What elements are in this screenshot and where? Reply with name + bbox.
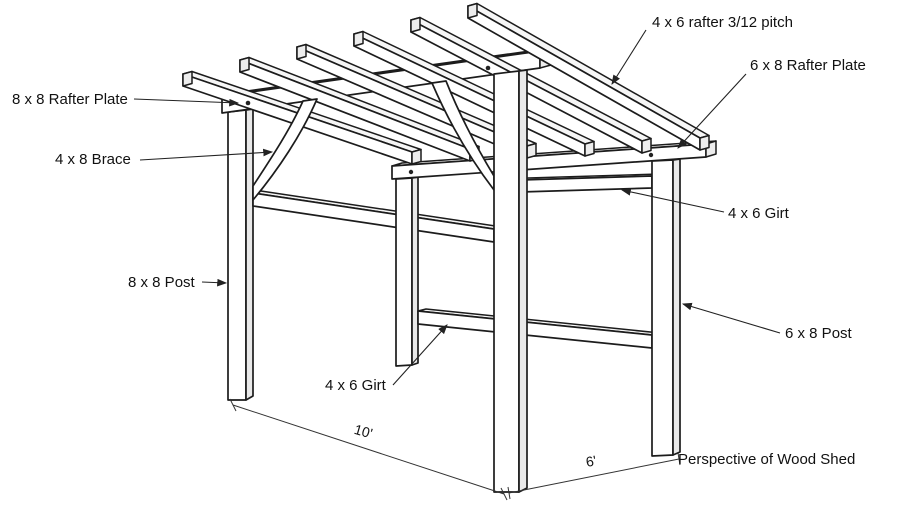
- leader-post-right: [681, 302, 781, 334]
- peg-dot: [485, 65, 491, 71]
- text-labels: 4 x 6 rafter 3/12 pitch 6 x 8 Rafter Pla…: [12, 14, 866, 468]
- girt-front-face: [252, 192, 495, 243]
- leader-post-left: [201, 278, 228, 287]
- label-rafter-plate-left: 8 x 8 Rafter Plate: [12, 91, 128, 108]
- rafter-end-cut: [699, 134, 710, 151]
- label-post-left: 8 x 8 Post: [128, 274, 196, 291]
- rafter-end-cut: [641, 137, 652, 154]
- post-8x8-back: [227, 108, 254, 401]
- leader-girt-upper: [620, 188, 725, 213]
- girt-tall-wall: [252, 190, 503, 243]
- post-front-face: [493, 70, 520, 493]
- post-side-face: [672, 158, 681, 456]
- peg-dot: [245, 100, 251, 106]
- peg-dot: [408, 169, 414, 175]
- rafter-tail-cut: [353, 30, 364, 47]
- diagram-caption: Perspective of Wood Shed: [678, 451, 855, 468]
- label-brace: 4 x 8 Brace: [55, 151, 131, 168]
- pegs: [245, 65, 654, 175]
- post-6x8-front: [651, 158, 681, 457]
- dimension-depth: 6': [507, 452, 681, 500]
- rafter-6: [467, 2, 710, 151]
- rafter-end-cut: [526, 142, 537, 159]
- rafter-tail-cut: [410, 16, 421, 33]
- post-6x8-back: [395, 176, 419, 367]
- girt-front-wall: [519, 173, 661, 193]
- rafter-tail-cut: [467, 2, 478, 19]
- leader-brace: [139, 148, 274, 161]
- post-front-face: [395, 177, 413, 367]
- rafter-end-cut: [584, 140, 595, 157]
- leader-rafter-plate-left: [133, 98, 240, 107]
- leader-rafter-plate-right: [677, 73, 747, 149]
- label-girt-lower: 4 x 6 Girt: [325, 377, 387, 394]
- rafter-tail-cut: [296, 43, 307, 60]
- brace-front: [431, 80, 495, 191]
- dimension-length: 10': [229, 398, 508, 501]
- leader-lines: [133, 29, 781, 386]
- post-side-face: [518, 69, 528, 493]
- brace-back: [252, 98, 318, 201]
- label-girt-upper: 4 x 6 Girt: [728, 205, 790, 222]
- peg-dot: [648, 152, 654, 158]
- rafter-end-cut: [411, 148, 422, 165]
- rafter-2: [239, 56, 480, 162]
- rafter-tail-cut: [239, 56, 250, 73]
- post-front-face: [651, 159, 674, 457]
- post-side-face: [411, 176, 419, 366]
- girt-low-wall-mid: [417, 308, 661, 349]
- post-8x8-front: [493, 69, 528, 493]
- dimension-length-label: 10': [352, 421, 374, 441]
- dimension-depth-label: 6': [584, 452, 597, 470]
- label-post-right: 6 x 8 Post: [785, 325, 853, 342]
- leader-rafter: [611, 29, 647, 85]
- label-rafter-plate-right: 6 x 8 Rafter Plate: [750, 57, 866, 74]
- rafter-tail-cut: [182, 70, 193, 87]
- label-rafter: 4 x 6 rafter 3/12 pitch: [652, 14, 793, 31]
- post-side-face: [245, 108, 254, 401]
- leader-girt-lower: [392, 324, 448, 386]
